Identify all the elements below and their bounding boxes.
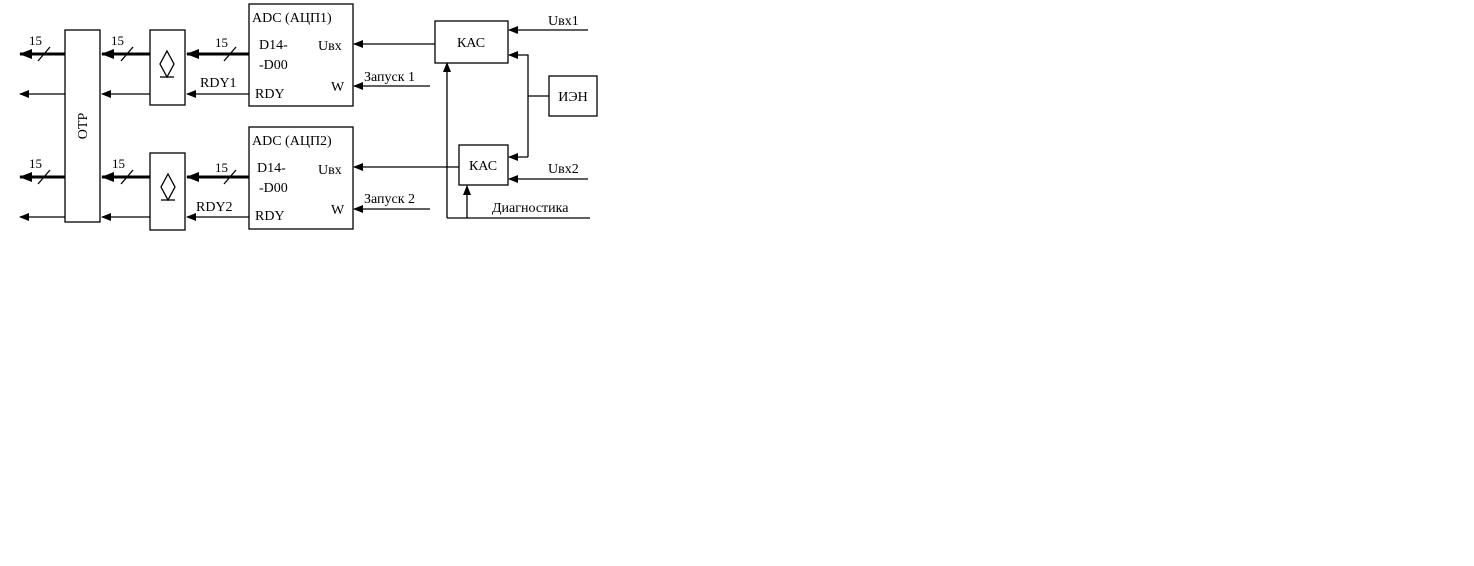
buffer-symbol-icon [159, 49, 175, 79]
adc2-data-label-top: D14- [257, 161, 286, 176]
adc2-data-label-bottom: -D00 [259, 181, 288, 196]
buffer-symbol-icon [160, 172, 176, 202]
bus-width-label-otr-1: 15 [29, 33, 42, 48]
bus-width-label-adc-2: 15 [215, 160, 228, 175]
adc2-block: ADC (АЦП2) D14- -D00 Uвх W RDY [248, 126, 354, 230]
ien-reference-lines [508, 51, 549, 161]
kas1-label: КАС [457, 36, 485, 51]
otr-label: ОТР [76, 113, 91, 140]
bus-width-label-adc-1: 15 [215, 35, 228, 50]
rdy2-label: RDY2 [196, 200, 233, 215]
diagnostics-label: Диагностика [492, 201, 569, 216]
buffer2-to-otr-bus [101, 169, 150, 185]
buffer-block-2 [149, 152, 186, 231]
bus-width-label-buf-2: 15 [112, 156, 125, 171]
ien-label: ИЭН [558, 90, 587, 105]
adc2-title: ADC (АЦП2) [252, 134, 332, 149]
adc2-rdy-label: RDY [255, 209, 285, 224]
adc1-w-label: W [331, 80, 345, 95]
ien-block: ИЭН [548, 75, 598, 117]
kas1-block: КАС [434, 20, 509, 64]
bus-width-label-otr-2: 15 [29, 156, 42, 171]
start2-label: Запуск 2 [364, 192, 415, 207]
otr-block: ОТР [64, 29, 101, 223]
kas2-block: КАС [458, 144, 509, 186]
adc1-data-bus [186, 46, 249, 62]
adc1-data-label-top: D14- [259, 38, 288, 53]
adc2-uin-label: Uвх [318, 163, 342, 178]
adc2-data-bus [186, 169, 249, 185]
buffer-block-1 [149, 29, 186, 106]
uin1-label: Uвх1 [548, 14, 579, 29]
adc1-title: ADC (АЦП1) [252, 11, 332, 26]
otr-output-bus-2 [19, 169, 65, 185]
kas2-label: КАС [469, 159, 497, 174]
otr-output-bus-1 [19, 46, 65, 62]
adc1-block: ADC (АЦП1) D14- -D00 Uвх W RDY [248, 3, 354, 107]
diagnostics-line [443, 62, 590, 219]
adc1-data-label-bottom: -D00 [259, 58, 288, 73]
adc1-uin-label: Uвх [318, 39, 342, 54]
adc2-w-label: W [331, 203, 345, 218]
start1-label: Запуск 1 [364, 70, 415, 85]
buffer1-to-otr-bus [101, 46, 150, 62]
adc1-rdy-label: RDY [255, 87, 285, 102]
bus-width-label-buf-1: 15 [111, 33, 124, 48]
uin2-label: Uвх2 [548, 162, 579, 177]
rdy1-label: RDY1 [200, 76, 237, 91]
